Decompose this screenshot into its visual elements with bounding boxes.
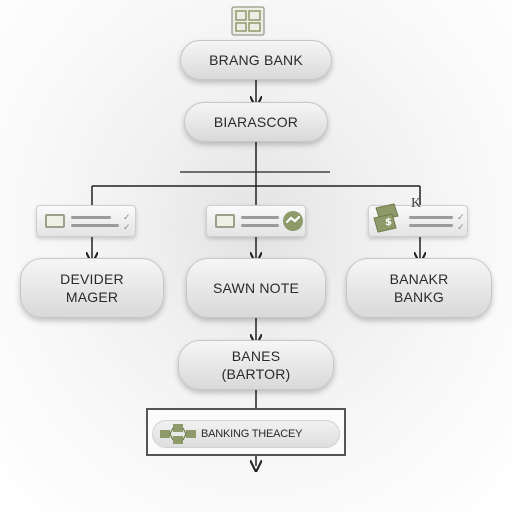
card-line: [71, 216, 111, 219]
node-banes-bartor-line2: (BARTOR): [221, 366, 291, 382]
card-line: [409, 216, 453, 219]
right-icon-label: K: [411, 196, 422, 211]
card-line: [241, 224, 279, 227]
bank-document-icon: [231, 6, 265, 36]
card-line: [241, 216, 279, 219]
card-thumb-icon: [45, 214, 65, 228]
node-banking-theacey[interactable]: BANKING THEACEY: [152, 420, 340, 448]
node-banking-theacey-label: BANKING THEACEY: [201, 428, 303, 440]
check-icon: ✓: [457, 212, 465, 222]
svg-text:$: $: [385, 217, 392, 228]
middle-card-icon: [206, 205, 306, 237]
money-icon: $: [373, 203, 399, 233]
handshake-icon: [283, 211, 303, 231]
node-brang-bank[interactable]: BRANG BANK: [180, 40, 332, 80]
card-line: [71, 224, 119, 227]
node-biarascor-label: BIARASCOR: [213, 114, 299, 130]
check-icon: ✓: [123, 222, 131, 232]
card-thumb-icon: [215, 214, 235, 228]
card-line: [409, 224, 453, 227]
node-devider-mager-line1: DEVIDER: [60, 271, 124, 287]
check-icon: ✓: [457, 222, 465, 232]
node-devider-mager[interactable]: DEVIDER MAGER: [20, 258, 164, 318]
node-banakr-bankg[interactable]: BANAKR BANKG: [346, 258, 492, 318]
node-banakr-bankg-line2: BANKG: [393, 289, 444, 305]
node-banes-bartor-line1: BANES: [231, 348, 281, 364]
node-banes-bartor[interactable]: BANES (BARTOR): [178, 340, 334, 390]
network-icon: [160, 424, 196, 444]
node-brang-bank-label: BRANG BANK: [209, 52, 303, 68]
check-icon: ✓: [123, 212, 131, 222]
node-sawn-note-label: SAWN NOTE: [212, 280, 300, 296]
node-biarascor[interactable]: BIARASCOR: [184, 102, 328, 142]
left-card-icon: ✓ ✓: [36, 205, 136, 237]
node-banakr-bankg-line1: BANAKR: [389, 271, 449, 287]
right-card-icon: $ ✓ ✓ K: [368, 196, 468, 237]
node-devider-mager-line2: MAGER: [65, 289, 119, 305]
node-sawn-note[interactable]: SAWN NOTE: [186, 258, 326, 318]
